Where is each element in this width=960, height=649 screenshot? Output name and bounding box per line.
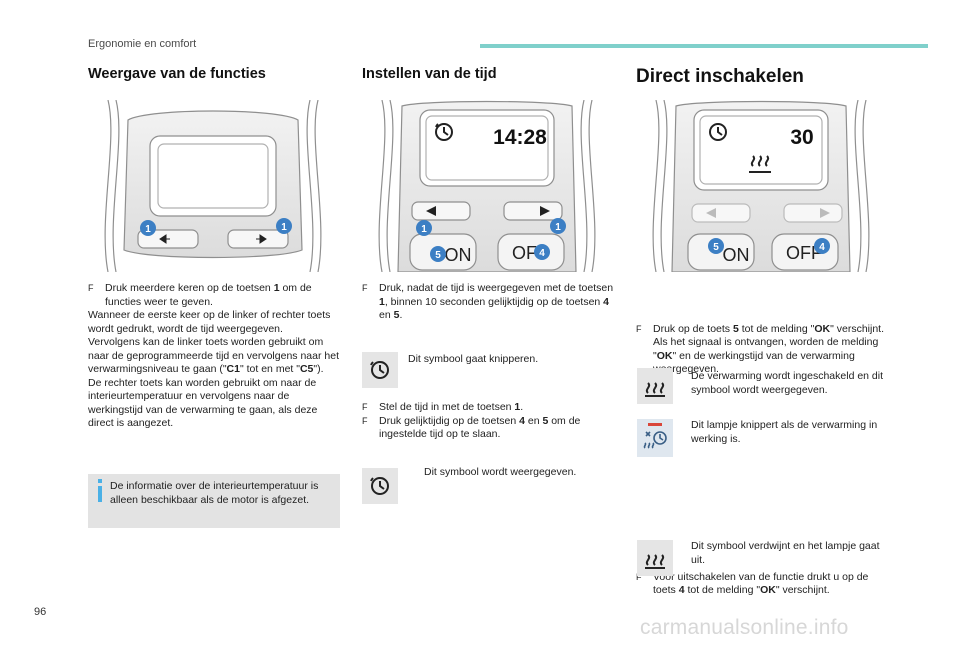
info-note-text: De informatie over de interieurtemperatu… [110,480,319,506]
remote-figure-2: 14:28 ON OFF 1 1 5 4 [362,100,612,272]
badge-4: 4 [819,242,825,253]
heating-symbol-box-1 [637,368,673,404]
badge-4: 4 [539,248,545,259]
off-label: OFF [786,243,822,263]
heating-symbol-box-2 [637,540,673,576]
col1-para2: Vervolgens kan de linker toets worden ge… [88,336,339,375]
watermark: carmanualsonline.info [640,616,849,639]
col1-para1: Wanneer de eerste keer op de linker of r… [88,309,331,335]
title-instellen: Instellen van de tijd [362,66,497,82]
clock-symbol-box-2 [362,468,398,504]
remote-figure-1: 1 1 [88,100,338,272]
badge-1-left: 1 [145,224,151,235]
clock-icon [370,361,389,379]
clock-icon [370,477,389,495]
indicator-lamp-box [637,419,673,457]
col1-para3: De rechter toets kan worden gebruikt om … [88,376,318,430]
title-direct: Direct inschakelen [636,66,804,87]
badge-1-right: 1 [281,222,287,233]
clock-symbol-box-1 [362,352,398,388]
bullet-marker: F [88,283,94,293]
heater-lamp-icon [643,423,667,449]
heating-icon [645,554,665,569]
on-label: ON [723,245,750,265]
col3-sym1-text: De verwarming wordt ingeschakeld en dit … [691,370,884,396]
badge-5: 5 [713,242,719,253]
on-label: ON [445,245,472,265]
remote-figure-3: 30 ON OFF 5 4 [636,100,886,272]
title-weergave: Weergave van de functies [88,66,266,82]
col3-bullet-2: F Voor uitschakelen van de functie drukt… [636,570,869,597]
page-number: 96 [34,606,47,618]
section-header: Ergonomie en comfort [88,38,197,50]
col2-bullet-1: F Druk, nadat de tijd is weergegeven met… [362,282,614,321]
info-icon [98,479,102,483]
col2-sym1-text: Dit symbool gaat knipperen. [408,353,539,365]
header-accent-bar [480,44,928,48]
badge-5: 5 [435,250,441,261]
col2-sym2-text: Dit symbool wordt weergegeven. [424,466,577,478]
info-note: De informatie over de interieurtemperatu… [88,474,340,528]
display-value: 30 [790,126,813,149]
col3-sym3-text: Dit symbool verdwijnt en het lampje gaat… [691,540,880,566]
heating-icon [645,382,665,397]
col1-body: F Druk meerdere keren op de toetsen 1 om… [88,282,340,431]
badge-1-right: 1 [555,222,561,233]
display-time: 14:28 [493,126,547,149]
col3-bullet-1: F Druk op de toets 5 tot de melding "OK"… [636,322,885,376]
col1-bullet: F Druk meerdere keren op de toetsen 1 om… [88,282,312,308]
col3-sym2-text: Dit lampje knippert als de verwarming in… [691,419,878,445]
badge-1-left: 1 [421,224,427,235]
